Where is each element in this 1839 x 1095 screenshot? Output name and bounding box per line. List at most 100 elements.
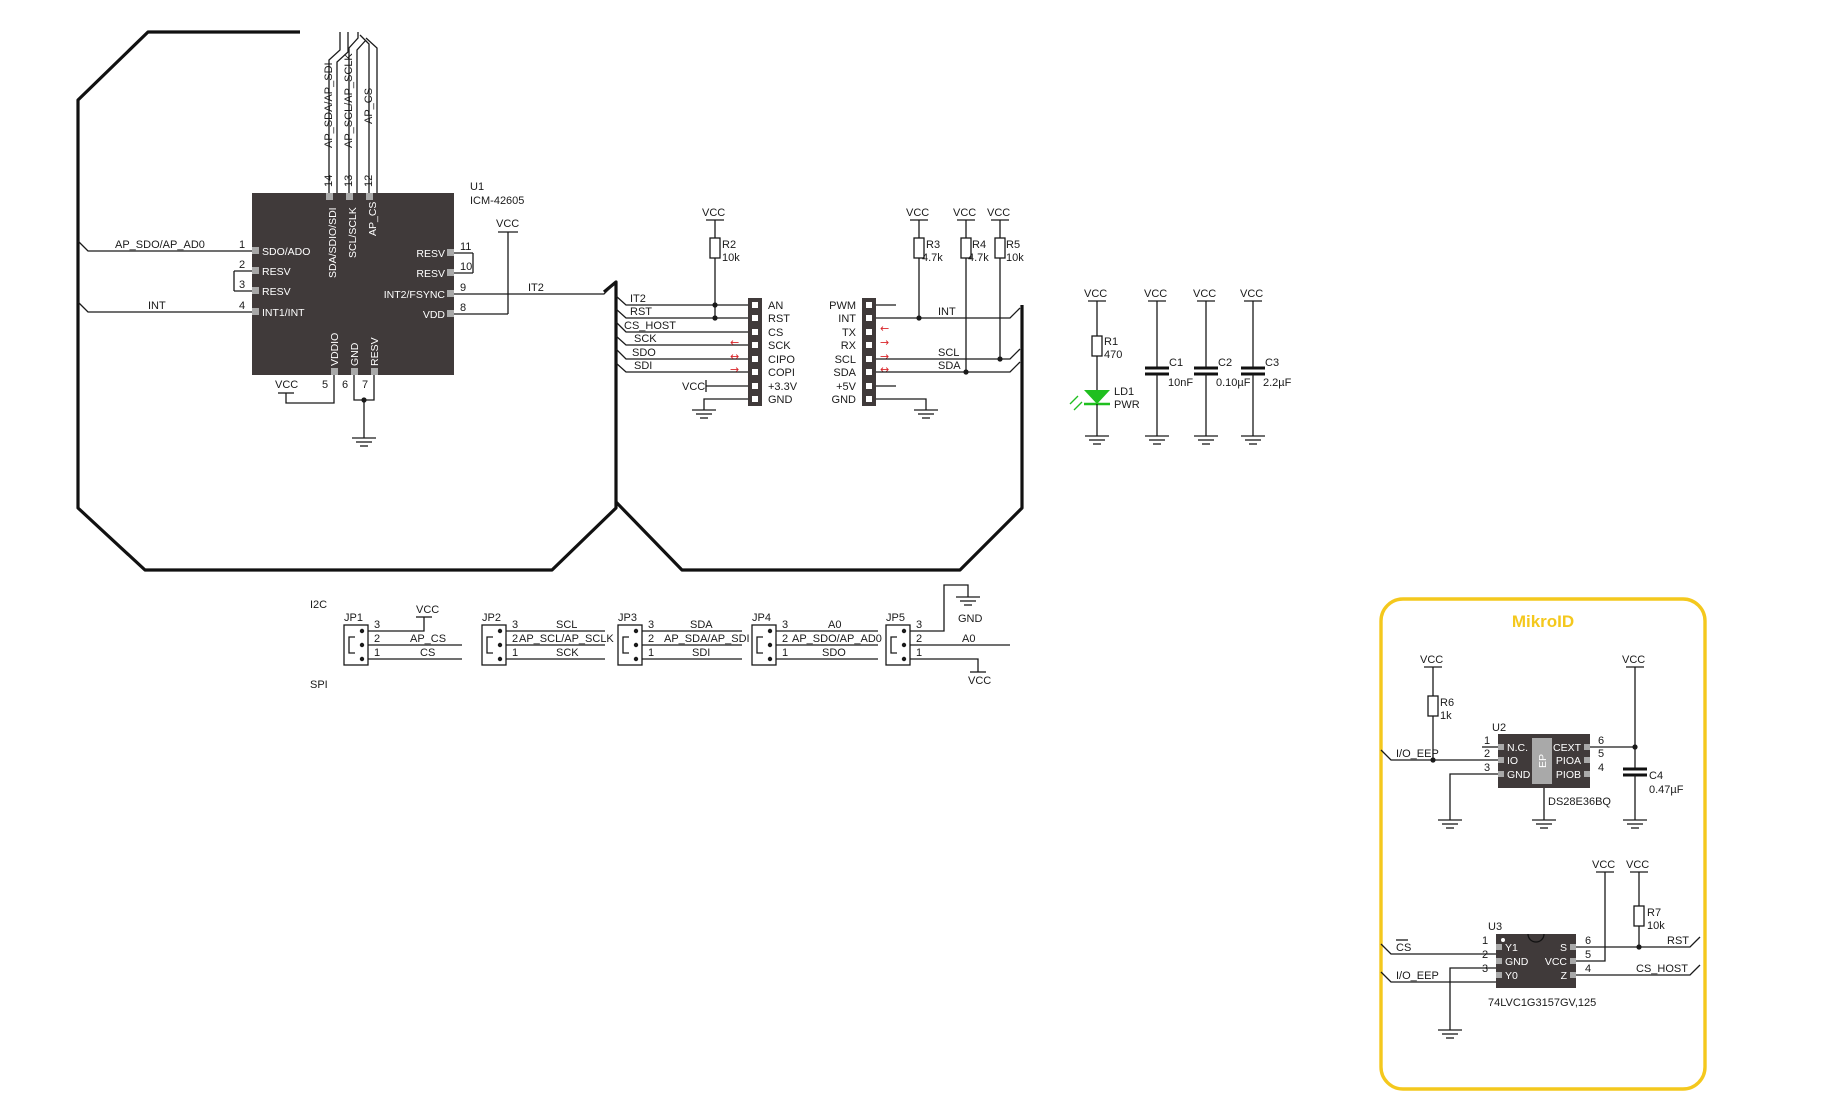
header-right-pins (866, 302, 872, 402)
u1-pin-num-10: 10 (460, 261, 472, 273)
jp2[interactable]: JP2 3 2 1 (481, 612, 518, 666)
ground-symbol (692, 409, 716, 419)
u3-pin-num-5: 5 (1585, 949, 1591, 961)
header-left-pins (752, 302, 758, 402)
u1-pin-num-7: 7 (362, 379, 368, 391)
jp2-n2: 2 (512, 633, 518, 645)
jp1-body (343, 624, 369, 666)
header-right-pin-gnd: GND (832, 394, 857, 406)
u3-pin-tab (1570, 958, 1576, 964)
u2-pin-num-4: 4 (1598, 762, 1604, 774)
u1-part: ICM-42605 (470, 195, 524, 207)
u3-pin-num-6: 6 (1585, 935, 1591, 947)
header-left-pin-copi: COPI (768, 367, 795, 379)
jp3-n1: 1 (648, 647, 654, 659)
u2-pin-num-5: 5 (1598, 748, 1604, 760)
header-right-body (862, 298, 876, 406)
jp1[interactable]: JP1 3 2 1 (343, 612, 380, 666)
r1-body (1091, 335, 1103, 357)
r7-body (1633, 905, 1645, 927)
ground-symbol (1623, 819, 1647, 829)
svg-text:→: → (730, 363, 739, 376)
jp4-ref: JP4 (752, 612, 771, 624)
net-left-cs-host: CS_HOST (624, 320, 676, 332)
c3-val: 2.2µF (1263, 377, 1292, 389)
u1-pin-tab (447, 290, 454, 297)
header-section-border (614, 305, 1024, 572)
c1-ref: C1 (1169, 357, 1183, 369)
u1-pin-name-13: SCL/SCLK (347, 207, 359, 258)
header-right-pin-sda: SDA (833, 367, 856, 379)
jp3[interactable]: JP3 3 2 1 (617, 612, 654, 666)
junction-dot (1636, 944, 1642, 950)
jp4[interactable]: JP4 3 2 1 (751, 612, 788, 666)
junction-dot (997, 356, 1003, 362)
header-right-pin-pwm: PWM (829, 300, 856, 312)
u2-pin-tab (1498, 771, 1504, 777)
u3-part: 74LVC1G3157GV,125 (1488, 997, 1596, 1009)
net-right-int: INT (938, 306, 956, 318)
jp5[interactable]: JP5 3 2 1 (885, 612, 922, 666)
u2-pin-tab (1498, 757, 1504, 763)
r1-ref: R1 (1104, 336, 1118, 348)
direction-arrows-right: ←→→↔ (880, 322, 889, 376)
u1-pin-num-3: 3 (239, 279, 245, 291)
header-left-pin-3v3: +3.3V (768, 381, 798, 393)
u3-pin-num-1: 1 (1482, 935, 1488, 947)
vcc-r7: VCC (1626, 859, 1649, 871)
u2-pin-name-1: N.C. (1507, 742, 1528, 754)
u2-pin-tab (1584, 744, 1590, 750)
header-right-pin-tx: TX (842, 327, 857, 339)
u1-pin-name-9: INT2/FSYNC (384, 289, 446, 301)
u1-chip-body (252, 193, 454, 375)
jp5-n3: 3 (916, 619, 922, 631)
jp3-n2: 2 (648, 633, 654, 645)
jp4-n3: 3 (782, 619, 788, 631)
u1-pin-tab (252, 267, 259, 274)
mikroid-frame (1379, 597, 1707, 1091)
u1-pin-num-11: 11 (460, 241, 471, 253)
u2-pin-num-6: 6 (1598, 735, 1604, 747)
jp1-l1: CS (420, 647, 435, 659)
header-left-body (748, 298, 762, 406)
r2-body (709, 237, 721, 259)
u1-pin-tab (252, 287, 259, 294)
r2-val: 10k (722, 252, 740, 264)
header-left-pin-an: AN (768, 300, 783, 312)
u1-pin-tab (326, 193, 333, 200)
ground-symbol (1145, 435, 1169, 445)
net-left-it2: IT2 (630, 293, 646, 305)
u1-pin-name-4: INT1/INT (262, 307, 305, 319)
u1-pin-tab (366, 193, 373, 200)
u3-pin-tab (1496, 958, 1502, 964)
vcc-c2: VCC (1193, 288, 1216, 300)
jp5-l2: A0 (962, 633, 975, 645)
svg-text:←: ← (880, 322, 889, 335)
ground-symbol (352, 437, 376, 447)
jp4-l3: A0 (828, 619, 841, 631)
jp4-body (751, 624, 777, 666)
vcc-u3: VCC (1592, 859, 1615, 871)
u1-pin-name-8: VDD (423, 309, 446, 321)
r3-ref: R3 (926, 239, 940, 251)
u1-pin-tab (447, 310, 454, 317)
header-right-pin-rx: RX (841, 340, 857, 352)
u1-pin-name-1: SDO/ADO (262, 246, 310, 258)
u2-ep-label: EP (1537, 754, 1549, 768)
svg-text:↔: ↔ (730, 350, 739, 363)
jp3-l3: SDA (690, 619, 713, 631)
u3-pin-tab (1496, 944, 1502, 950)
r6-ref: R6 (1440, 697, 1454, 709)
u3-pin-num-2: 2 (1482, 949, 1488, 961)
u3-net-rst: RST (1667, 935, 1689, 947)
u1-pin-num-1: 1 (239, 239, 245, 251)
r1-val: 470 (1104, 349, 1122, 361)
jp3-l1: SDI (692, 647, 710, 659)
u3-pin-num-3: 3 (1482, 963, 1488, 975)
jp5-ref: JP5 (886, 612, 905, 624)
u1-vddio-vcc: VCC (275, 379, 298, 391)
u3-pin1-dot (1501, 938, 1505, 942)
ground-symbol (1532, 819, 1556, 829)
u1-pin-tab (371, 368, 378, 375)
u1-pin-tab (252, 247, 259, 254)
